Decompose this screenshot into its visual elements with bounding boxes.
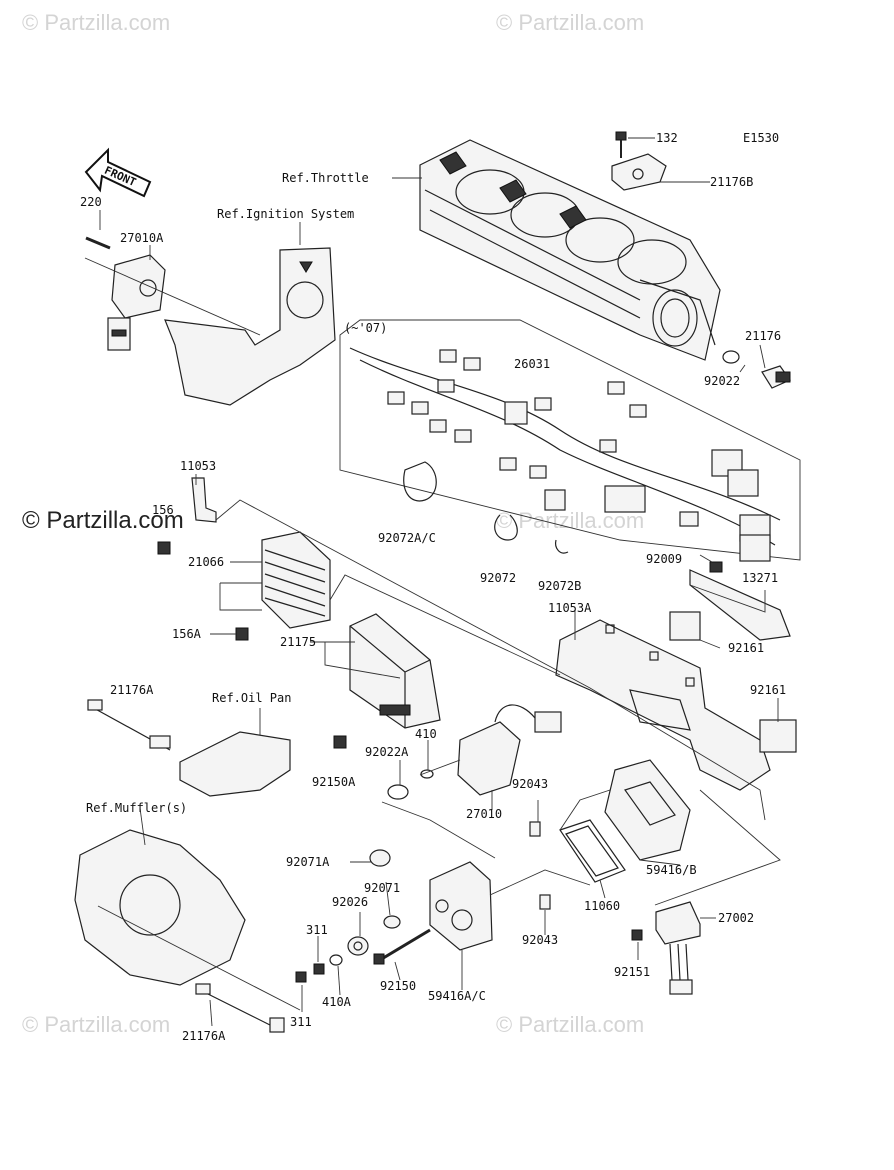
label-92072b: 92072B xyxy=(538,579,581,593)
label-21176: 21176 xyxy=(745,329,781,343)
clamp-92072b xyxy=(555,539,569,554)
label-13271: 13271 xyxy=(742,571,778,585)
washer-410 xyxy=(420,769,434,779)
label-21176a-top: 21176A xyxy=(110,683,154,697)
leader-lines xyxy=(84,137,781,1027)
gasket-11060 xyxy=(559,819,626,883)
label-410a: 410A xyxy=(322,995,352,1009)
pad-92161-b xyxy=(759,719,797,753)
label-21066: 21066 xyxy=(188,555,224,569)
muffler-ref xyxy=(74,829,246,986)
clamp-92072ac xyxy=(403,461,437,502)
ref-ignition-system: Ref.Ignition System xyxy=(217,207,354,221)
housing-59416ac xyxy=(429,861,493,951)
bracket-11053 xyxy=(191,477,217,523)
cap-92071a xyxy=(369,849,391,867)
label-21175: 21175 xyxy=(280,635,316,649)
label-311-b: 311 xyxy=(290,1015,312,1029)
label-220: 220 xyxy=(80,195,102,209)
label-59416b: 59416/B xyxy=(646,863,697,877)
bolt-92150 xyxy=(373,928,431,965)
front-arrow-icon: FRONT xyxy=(84,147,152,198)
regulator-21066 xyxy=(261,531,331,629)
watermark-top-right: © Partzilla.com xyxy=(496,10,644,35)
ignition-bracket xyxy=(164,247,336,406)
oil-pan-ref xyxy=(179,731,291,797)
label-11060: 11060 xyxy=(584,899,620,913)
label-92026: 92026 xyxy=(332,895,368,909)
label-92043-b: 92043 xyxy=(522,933,558,947)
ecu-21175 xyxy=(349,613,441,729)
pin-92043-a xyxy=(529,821,541,837)
diagram-code: E1530 xyxy=(743,131,779,145)
label-92161-b: 92161 xyxy=(750,683,786,697)
screw-220 xyxy=(85,236,111,250)
label-92071: 92071 xyxy=(364,881,400,895)
ref-oil-pan: Ref.Oil Pan xyxy=(212,691,291,705)
label-27010: 27010 xyxy=(466,807,502,821)
ref-throttle: Ref.Throttle xyxy=(282,171,369,185)
sensor-21176b xyxy=(611,153,667,191)
pad-92161-a xyxy=(669,611,701,641)
label-92150a: 92150A xyxy=(312,775,356,789)
label-311-a: 311 xyxy=(306,923,328,937)
bolt-92150a xyxy=(333,735,347,749)
label-27010a: 27010A xyxy=(120,231,164,245)
ref-mufflers: Ref.Muffler(s) xyxy=(86,801,187,815)
label-92161-a: 92161 xyxy=(728,641,764,655)
bolt-92009 xyxy=(709,561,723,573)
label-410: 410 xyxy=(415,727,437,741)
washer-410a xyxy=(329,954,343,966)
wire-harness-26031 xyxy=(349,347,781,562)
label-27002: 27002 xyxy=(718,911,754,925)
washer-92022 xyxy=(722,350,740,364)
sensor-27010a xyxy=(107,254,166,351)
watermark-bottom-right: © Partzilla.com xyxy=(496,1012,644,1037)
label-11053a: 11053A xyxy=(548,601,592,615)
relay-27002 xyxy=(655,901,701,995)
nut-311-a xyxy=(313,963,325,975)
seal-92026 xyxy=(347,936,369,956)
label-156a: 156A xyxy=(172,627,202,641)
pin-92043-b xyxy=(539,894,551,910)
watermark-main: © Partzilla.com xyxy=(22,507,184,534)
housing-59416b xyxy=(604,759,691,861)
label-132: 132 xyxy=(656,131,678,145)
bolt-156 xyxy=(157,541,171,555)
label-92150: 92150 xyxy=(380,979,416,993)
bolt-132 xyxy=(615,131,627,158)
label-92071a: 92071A xyxy=(286,855,330,869)
bracket-11053a xyxy=(555,619,771,791)
watermark-top-left: © Partzilla.com xyxy=(22,10,170,35)
nut-311-b xyxy=(295,971,307,983)
harness-outline xyxy=(339,319,801,561)
washer-92022a xyxy=(387,784,409,800)
throttle-body-assembly xyxy=(419,139,721,361)
watermark-bottom-left: © Partzilla.com xyxy=(22,1012,170,1037)
label-92072: 92072 xyxy=(480,571,516,585)
clamp-92072 xyxy=(494,514,518,541)
label-92043-a: 92043 xyxy=(512,777,548,791)
label-21176a-bottom: 21176A xyxy=(182,1029,226,1043)
solenoid-27010 xyxy=(457,704,562,796)
label-92022a: 92022A xyxy=(365,745,409,759)
label-92072ac: 92072A/C xyxy=(378,531,436,545)
label-92022: 92022 xyxy=(704,374,740,388)
bolt-156a xyxy=(235,627,249,641)
sensor-21176 xyxy=(761,365,791,389)
label-156: 156 xyxy=(152,503,174,517)
label-21176b: 21176B xyxy=(710,175,753,189)
label-92009: 92009 xyxy=(646,552,682,566)
label-11053: 11053 xyxy=(180,459,216,473)
label-26031: 26031 xyxy=(514,357,550,371)
label-92151: 92151 xyxy=(614,965,650,979)
sensor-21176a-top xyxy=(87,699,171,751)
plug-92071 xyxy=(383,915,401,929)
sensor-21176a-bottom xyxy=(195,983,285,1033)
year-note: (~'07) xyxy=(344,321,387,335)
label-59416ac: 59416A/C xyxy=(428,989,486,1003)
bolt-92151 xyxy=(631,929,643,941)
